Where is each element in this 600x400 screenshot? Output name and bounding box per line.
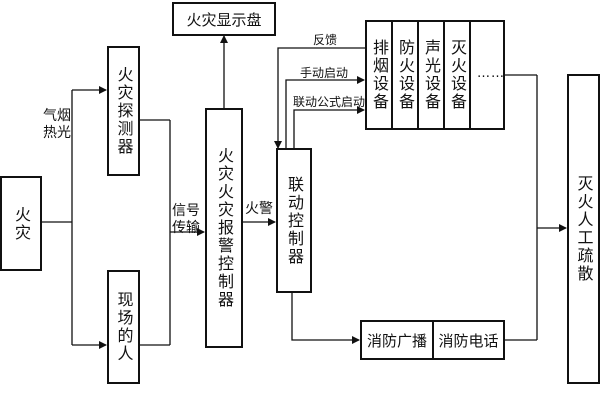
node-onsite-person: 现场的人 bbox=[107, 270, 140, 384]
node-extinguish: 灭火设备 bbox=[443, 20, 471, 130]
label-gas-smoke: 气烟 bbox=[43, 108, 71, 124]
node-display-panel-label: 火灾显示盘 bbox=[186, 10, 262, 29]
node-fire-label: 火灾 bbox=[12, 205, 31, 242]
label-formula-start: 联动公式启动 bbox=[293, 95, 366, 109]
node-display-panel: 火灾显示盘 bbox=[172, 2, 276, 36]
node-sound-light: 声光设备 bbox=[417, 20, 445, 130]
label-signal-transmission: 信号 传输 bbox=[172, 203, 200, 237]
node-more-equipment: …… bbox=[469, 20, 505, 130]
node-extinguish-label: 灭火设备 bbox=[448, 39, 467, 111]
edge-formula-start bbox=[293, 106, 365, 148]
edge-manual-start bbox=[285, 76, 365, 148]
label-feedback: 反馈 bbox=[313, 33, 338, 47]
node-smoke-exhaust: 排烟设备 bbox=[365, 20, 393, 130]
node-fire-door-label: 防火设备 bbox=[396, 39, 415, 111]
node-fire-phone-label: 消防电话 bbox=[438, 331, 499, 350]
label-gas-smoke-heat-light: 气烟 热光 bbox=[43, 108, 71, 142]
edge-feedback bbox=[274, 47, 365, 149]
node-fire-broadcast: 消防广播 bbox=[360, 320, 434, 360]
node-alarm-controller-label: 火灾火灾报警控制器 bbox=[215, 147, 234, 309]
node-fire-phone: 消防电话 bbox=[432, 320, 505, 360]
label-fire-alarm: 火警 bbox=[245, 201, 273, 217]
label-transmission: 传输 bbox=[172, 220, 200, 236]
node-fire-door: 防火设备 bbox=[391, 20, 419, 130]
node-fire: 火灾 bbox=[0, 176, 42, 271]
node-linkage-controller: 联动控制器 bbox=[276, 148, 312, 293]
node-evacuation: 灭火人工疏散 bbox=[567, 74, 600, 384]
label-manual-start: 手动启动 bbox=[300, 66, 349, 80]
node-linkage-controller-label: 联动控制器 bbox=[285, 175, 304, 266]
label-signal: 信号 bbox=[172, 203, 200, 219]
label-heat-light: 热光 bbox=[43, 125, 71, 141]
node-smoke-exhaust-label: 排烟设备 bbox=[370, 39, 389, 111]
node-fire-broadcast-label: 消防广播 bbox=[366, 331, 427, 350]
node-onsite-person-label: 现场的人 bbox=[114, 291, 134, 363]
node-fire-detector-label: 火灾探测器 bbox=[114, 66, 134, 156]
node-fire-detector: 火灾探测器 bbox=[107, 46, 140, 176]
node-evacuation-label: 灭火人工疏散 bbox=[574, 175, 594, 283]
more-ellipsis: …… bbox=[477, 66, 505, 81]
edge-to-broadcast bbox=[291, 292, 360, 344]
node-sound-light-label: 声光设备 bbox=[422, 39, 441, 111]
node-alarm-controller: 火灾火灾报警控制器 bbox=[205, 108, 243, 348]
